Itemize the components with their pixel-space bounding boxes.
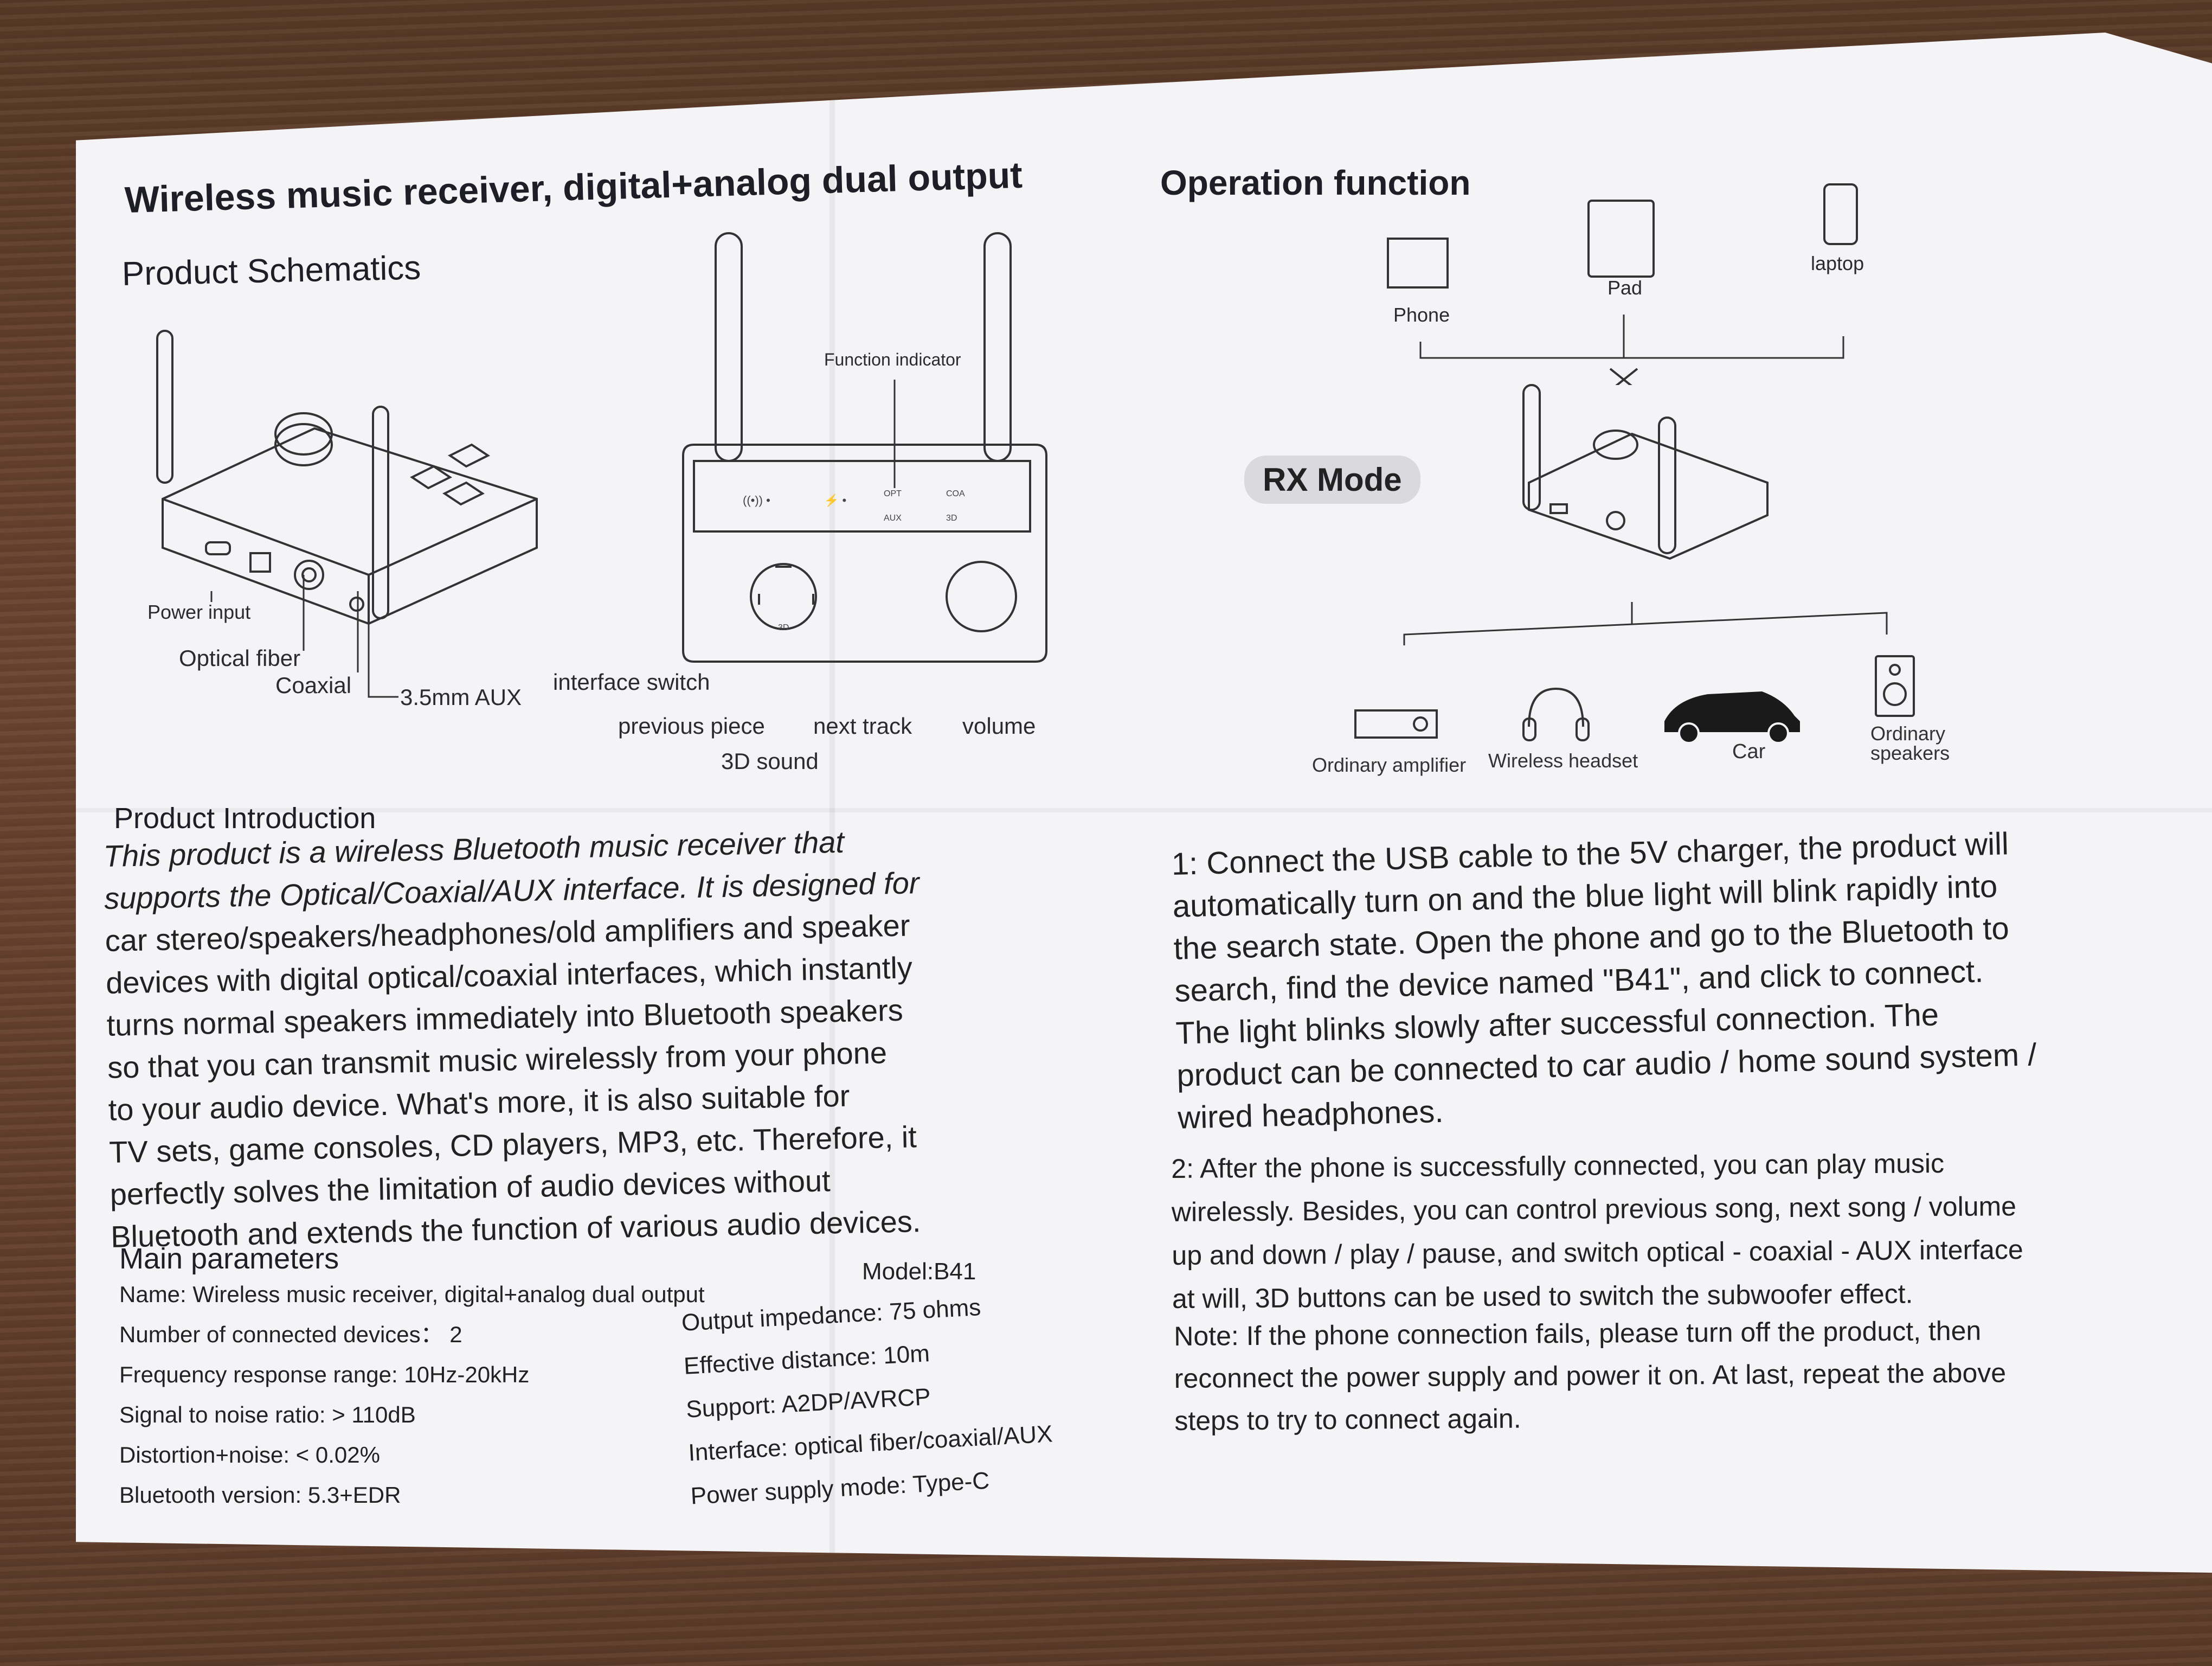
- label-amplifier: Ordinary amplifier: [1312, 754, 1467, 776]
- step2-line: up and down / play / pause, and switch o…: [1172, 1234, 2023, 1271]
- paper-fold-horizontal: [76, 808, 2212, 812]
- aux-port: [349, 597, 364, 612]
- svg-text:((•)) •: ((•)) •: [743, 494, 770, 507]
- note-line: reconnect the power supply and power it …: [1174, 1357, 2007, 1394]
- label-3d-sound: 3D sound: [721, 748, 819, 774]
- volume-knob-front: [946, 561, 1017, 632]
- optical-port: [249, 552, 271, 573]
- label-speakers-line1: Ordinary: [1870, 722, 1946, 745]
- step2-line: 2: After the phone is successfully conne…: [1171, 1148, 1945, 1184]
- model-label: Model:B41: [862, 1258, 976, 1285]
- params-left-list: Name: Wireless music receiver, digital+a…: [119, 1274, 705, 1515]
- step2-line: wirelessly. Besides, you can control pre…: [1171, 1191, 2017, 1227]
- label-coaxial: Coaxial: [275, 672, 352, 698]
- label-phone: Phone: [1393, 304, 1450, 326]
- amplifier-icon: [1354, 709, 1438, 739]
- instruction-sheet: [76, 33, 2212, 1573]
- speaker-icon: [1875, 655, 1915, 717]
- label-volume: volume: [962, 713, 1036, 739]
- paper-fold-vertical: [829, 65, 835, 1573]
- note-paragraph: Note: If the phone connection fails, ple…: [1174, 1308, 2151, 1442]
- callout-lines-left: [210, 575, 398, 698]
- label-previous-piece: previous piece: [618, 713, 765, 739]
- params-heading: Main parameters: [119, 1242, 339, 1275]
- pad-icon: [1587, 200, 1655, 278]
- label-headset: Wireless headset: [1488, 749, 1638, 772]
- intro-paragraph: This product is a wireless Bluetooth mus…: [103, 817, 1054, 1258]
- label-speakers-line2: speakers: [1870, 742, 1950, 764]
- label-power-input: Power input: [147, 601, 251, 623]
- indicator-window: [693, 460, 1031, 533]
- rx-mode-badge: RX Mode: [1244, 456, 1420, 504]
- panel-mark-opt: OPT: [884, 489, 902, 498]
- note-line: steps to try to connect again.: [1174, 1403, 1521, 1436]
- param-item: Signal to noise ratio: > 110dB: [119, 1402, 416, 1427]
- note-line: Note: If the phone connection fails, ple…: [1174, 1315, 1982, 1351]
- params-right-list: Output impedance: 75 ohms Effective dist…: [680, 1283, 1056, 1518]
- car-icon: [1664, 691, 1800, 732]
- volume-knob: [274, 423, 333, 466]
- output-devices-drawing: [1354, 655, 1915, 744]
- param-item: Name: Wireless music receiver, digital+a…: [119, 1281, 705, 1307]
- label-function-indicator: Function indicator: [824, 350, 961, 369]
- laptop-icon: [1823, 183, 1858, 245]
- label-pad: Pad: [1607, 277, 1643, 299]
- label-car: Car: [1732, 740, 1766, 763]
- device-body: [162, 427, 538, 625]
- schematics-heading: Product Schematics: [121, 249, 421, 293]
- label-interface-switch: interface switch: [553, 669, 710, 695]
- bluetooth-icon: [1609, 368, 1638, 385]
- device-isometric-drawing: [156, 330, 538, 625]
- source-devices-drawing: [1387, 183, 1858, 385]
- svg-text:⚡ •: ⚡ •: [824, 494, 846, 508]
- step1-paragraph: 1: Connect the USB cable to the 5V charg…: [1171, 819, 2154, 1139]
- antenna-right-front: [983, 232, 1012, 462]
- param-item: Frequency response range: 10Hz-20kHz: [119, 1362, 530, 1387]
- phone-icon: [1387, 238, 1449, 289]
- left-antenna: [156, 330, 173, 484]
- headset-icon: [1528, 687, 1584, 727]
- navigation-pad: [750, 563, 817, 630]
- coaxial-port: [294, 560, 324, 590]
- label-next-track: next track: [813, 713, 912, 739]
- control-buttons: [410, 443, 490, 506]
- param-item: Bluetooth version: 5.3+EDR: [119, 1482, 401, 1508]
- panel-mark-coa: COA: [946, 489, 965, 498]
- front-panel-body: [682, 444, 1047, 663]
- front-panel-drawing: ((•)) • ⚡ • OPT COA AUX 3D 3D: [682, 232, 1047, 663]
- label-laptop: laptop: [1811, 252, 1864, 274]
- panel-mark-3d: 3D: [946, 514, 957, 523]
- label-speakers: Ordinary speakers: [1870, 724, 1950, 763]
- usb-port: [205, 541, 231, 555]
- receiver-drawing: [1522, 384, 1769, 560]
- param-item: Number of connected devices： 2: [119, 1322, 462, 1347]
- antenna-left-front: [715, 232, 743, 462]
- intro-heading: Product Introduction: [114, 802, 376, 835]
- source-connector-line: [1419, 336, 1844, 359]
- panel-mark-aux: AUX: [884, 514, 902, 523]
- operation-title: Operation function: [1160, 163, 1471, 202]
- label-aux: 3.5mm AUX: [400, 684, 522, 710]
- step2-paragraph: 2: After the phone is successfully conne…: [1171, 1140, 2148, 1321]
- output-connector-lines: [1403, 602, 1888, 645]
- panel-mark-3d-button: 3D: [778, 623, 789, 632]
- label-optical-fiber: Optical fiber: [179, 645, 301, 671]
- param-item: Distortion+noise: < 0.02%: [119, 1442, 380, 1468]
